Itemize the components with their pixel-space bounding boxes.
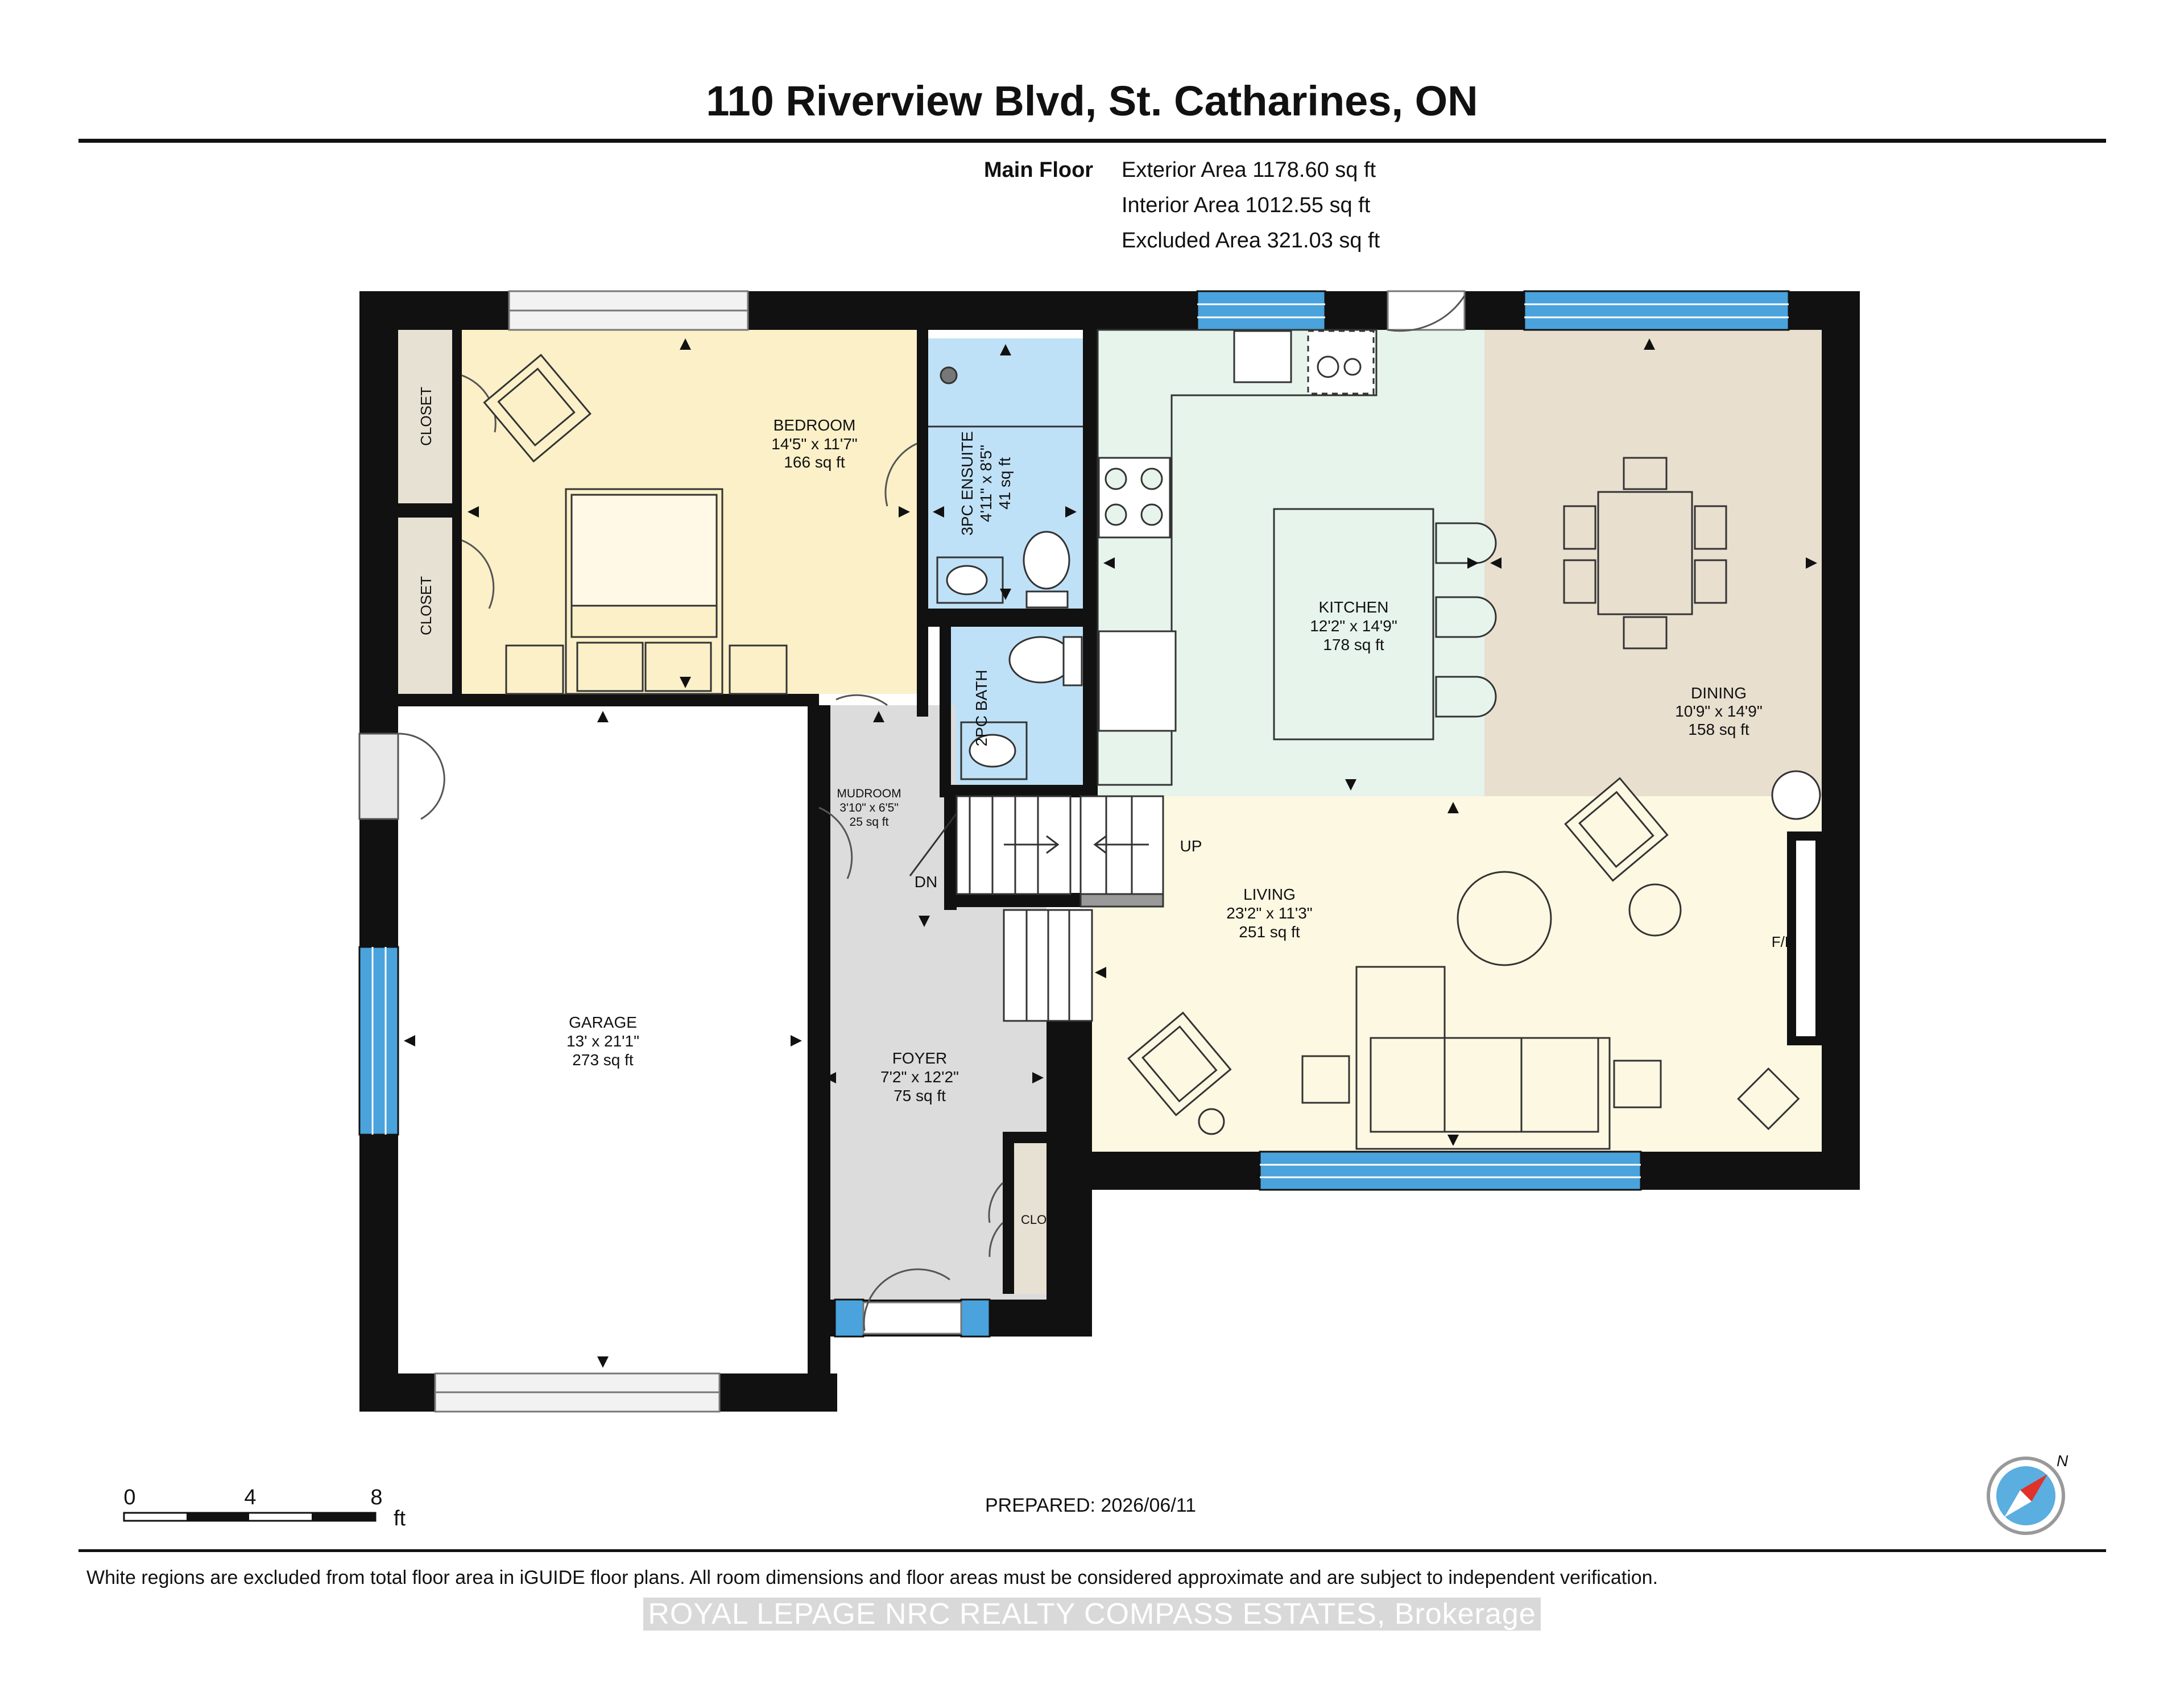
disclaimer: White regions are excluded from total fl… [86, 1567, 1658, 1588]
ensuite-area: 41 sq ft [996, 457, 1014, 510]
bedroom-name: BEDROOM [774, 416, 856, 434]
garage-name: GARAGE [569, 1013, 637, 1031]
scale-unit: ft [394, 1507, 406, 1530]
compass-icon: N [1987, 1452, 2069, 1535]
foyer-area: 75 sq ft [894, 1087, 946, 1104]
stairs-up-label: UP [1180, 837, 1202, 855]
foyer-fill [819, 705, 956, 1337]
mudroom-dims: 3'10" x 6'5" [839, 801, 899, 814]
stairs [956, 795, 1164, 1022]
title-divider [78, 139, 2106, 143]
foyer-name: FOYER [892, 1049, 947, 1067]
bedroom-furniture [483, 354, 788, 695]
dining-furniture [1563, 457, 1821, 820]
garage-area: 273 sq ft [572, 1051, 634, 1069]
kitchen-fixtures [1097, 329, 1497, 786]
kitchen-area: 178 sq ft [1323, 636, 1384, 653]
kitchen-name: KITCHEN [1319, 598, 1389, 616]
brokerage-watermark: ROYAL LEPAGE NRC REALTY COMPASS ESTATES,… [0, 1597, 2184, 1631]
closet-foyer-label: CLOSET [1021, 1213, 1071, 1227]
scale-tick-0: 0 [123, 1486, 135, 1509]
mudroom-area: 25 sq ft [850, 816, 889, 829]
bath-fixtures [928, 366, 1083, 780]
bedroom-area: 166 sq ft [784, 453, 845, 471]
kitchen-dims: 12'2" x 14'9" [1310, 617, 1397, 635]
compass-north-label: N [2057, 1452, 2069, 1470]
bath-name: 2PC BATH [973, 670, 990, 747]
fireplace-label: F/P [1772, 933, 1794, 950]
living-area: 251 sq ft [1239, 923, 1300, 941]
interior-area: Interior Area 1012.55 sq ft [1122, 193, 1371, 217]
stairs-down-label: DN [915, 873, 937, 891]
closet-left-bottom-fill [398, 518, 452, 694]
living-furniture [1127, 777, 1825, 1150]
dimension-markers [404, 338, 1817, 1368]
excluded-area: Excluded Area 321.03 sq ft [1122, 229, 1380, 253]
room-labels: BEDROOM 14'5" x 11'7" 166 sq ft 3PC ENSU… [417, 387, 1794, 1227]
bedroom-dims: 14'5" x 11'7" [771, 435, 857, 453]
living-name: LIVING [1243, 886, 1296, 903]
closet-left-top-label: CLOSET [417, 387, 435, 446]
ensuite-dims: 4'11" x 8'5" [977, 445, 995, 522]
windows [358, 290, 1790, 1338]
foyer-dims: 7'2" x 12'2" [880, 1068, 959, 1086]
window-mullions [371, 303, 1789, 1178]
scale-tick-4: 4 [244, 1486, 256, 1509]
floor-name: Main Floor [984, 158, 1094, 182]
living-dims: 23'2" x 11'3" [1226, 904, 1312, 922]
prepared-date: PREPARED: 2026/06/11 [985, 1495, 1197, 1516]
dining-name: DINING [1691, 684, 1747, 702]
footer-divider [78, 1549, 2106, 1552]
page-title: 110 Riverview Blvd, St. Catharines, ON [706, 77, 1478, 125]
scale-tick-8: 8 [370, 1486, 382, 1509]
brokerage-watermark-text: ROYAL LEPAGE NRC REALTY COMPASS ESTATES,… [643, 1598, 1541, 1631]
exterior-area: Exterior Area 1178.60 sq ft [1122, 158, 1376, 182]
garage-dims: 13' x 21'1" [566, 1032, 639, 1050]
closet-left-top-fill [398, 330, 452, 503]
scale-bar: 0 4 8 ft [123, 1486, 406, 1530]
dining-area: 158 sq ft [1688, 721, 1749, 738]
closet-left-bottom-label: CLOSET [417, 576, 435, 635]
dining-dims: 10'9" x 14'9" [1675, 702, 1763, 720]
mudroom-name: MUDROOM [837, 787, 901, 800]
ensuite-name: 3PC ENSUITE [958, 431, 976, 536]
door-swings [358, 295, 1466, 1331]
